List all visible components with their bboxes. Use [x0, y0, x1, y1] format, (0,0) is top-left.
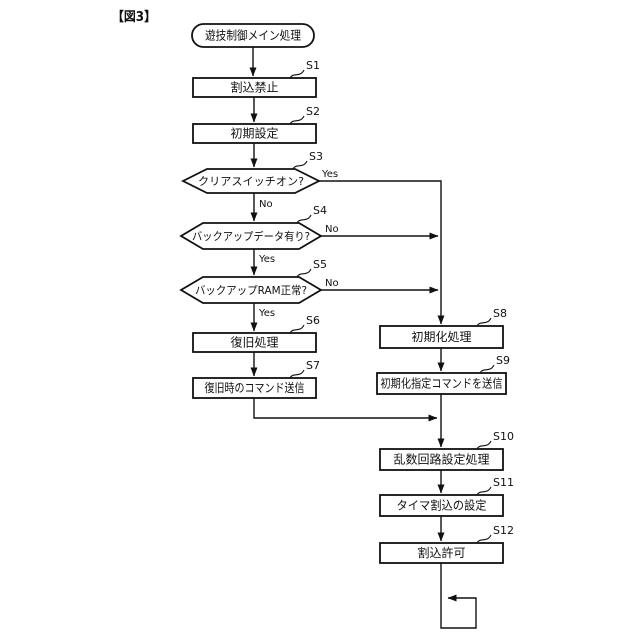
step-s6-box [192, 332, 317, 353]
step-s12-box [379, 542, 504, 564]
step-s9: 初期化指定コマンドを送信 S9 [376, 354, 510, 395]
step-s3-id: S3 [309, 150, 323, 163]
step-s7-leader [289, 369, 305, 379]
step-s8-leader [476, 317, 492, 327]
step-s7-box [192, 377, 317, 399]
step-s3-hexagon [180, 168, 322, 194]
step-s1-id: S1 [306, 59, 320, 72]
step-s6-id: S6 [306, 314, 320, 327]
step-s10-id: S10 [493, 430, 514, 443]
branch-label-s3-yes: Yes [321, 169, 338, 180]
step-s5-id: S5 [313, 258, 327, 271]
step-s10-label: 乱数回路設定処理 [394, 452, 490, 467]
step-s10-box [379, 448, 504, 471]
step-s11: タイマ割込の設定 S11 [379, 476, 514, 517]
step-s10: 乱数回路設定処理 S10 [379, 430, 514, 471]
step-s8-box [379, 325, 504, 349]
step-s9-id: S9 [496, 354, 510, 367]
step-s5-leader [296, 268, 312, 278]
step-s1-box [192, 77, 317, 98]
step-s11-id: S11 [493, 476, 514, 489]
step-s1-leader [289, 69, 305, 79]
step-s7: 復旧時のコマンド送信 S7 [192, 359, 320, 399]
step-s9-leader [479, 364, 495, 374]
step-s6-label: 復旧処理 [231, 335, 279, 350]
connector-s3-yes-s8 [319, 180, 445, 325]
step-s12-label: 割込許可 [418, 545, 466, 560]
step-s9-box [376, 372, 507, 395]
step-s3: クリアスイッチオン? S3 [180, 150, 323, 194]
step-s5-label: バックアップRAM正常? [195, 284, 307, 297]
step-s6: 復旧処理 S6 [192, 314, 320, 353]
step-s10-leader [476, 440, 492, 450]
step-s4-hexagon [179, 222, 323, 250]
step-s11-label: タイマ割込の設定 [397, 498, 487, 513]
step-s7-label: 復旧時のコマンド送信 [205, 380, 305, 395]
step-s2-label: 初期設定 [231, 126, 279, 141]
branch-label-s4-yes: Yes [258, 254, 275, 265]
step-s4-leader [296, 214, 312, 224]
step-s4-label: バックアップデータ有り? [192, 229, 310, 243]
step-s11-box [379, 494, 504, 517]
step-s3-label: クリアスイッチオン? [198, 175, 304, 188]
step-s12: 割込許可 S12 [379, 524, 514, 564]
step-s5-hexagon [179, 276, 323, 304]
start-terminator-label: 遊技制御メイン処理 [205, 28, 301, 43]
branch-label-s4-no: No [325, 224, 339, 235]
step-s11-leader [476, 486, 492, 496]
step-s8-id: S8 [493, 307, 507, 320]
loop-back-connector [440, 563, 477, 629]
figure-caption: 【図3】 [112, 9, 156, 25]
step-s12-leader [476, 534, 492, 544]
step-s2: 初期設定 S2 [192, 105, 320, 144]
step-s1-label: 割込禁止 [231, 80, 279, 95]
step-s9-label: 初期化指定コマンドを送信 [381, 376, 503, 391]
step-s2-id: S2 [306, 105, 320, 118]
step-s7-id: S7 [306, 359, 320, 372]
step-s12-id: S12 [493, 524, 514, 537]
branch-label-s5-yes: Yes [258, 308, 275, 319]
step-s5: バックアップRAM正常? S5 [179, 258, 327, 304]
step-s8: 初期化処理 S8 [379, 307, 507, 349]
step-s3-leader [292, 160, 308, 170]
connector-s7-merge [253, 398, 438, 422]
branch-label-s3-no: No [259, 199, 273, 210]
branch-label-s5-no: No [325, 278, 339, 289]
step-s6-leader [289, 324, 305, 334]
step-s8-label: 初期化処理 [412, 330, 472, 344]
step-s2-leader [289, 115, 305, 125]
step-s4: バックアップデータ有り? S4 [179, 204, 327, 250]
start-terminator: 遊技制御メイン処理 [191, 23, 315, 48]
step-s1: 割込禁止 S1 [192, 59, 320, 98]
step-s2-box [192, 123, 317, 144]
step-s4-id: S4 [313, 204, 327, 217]
